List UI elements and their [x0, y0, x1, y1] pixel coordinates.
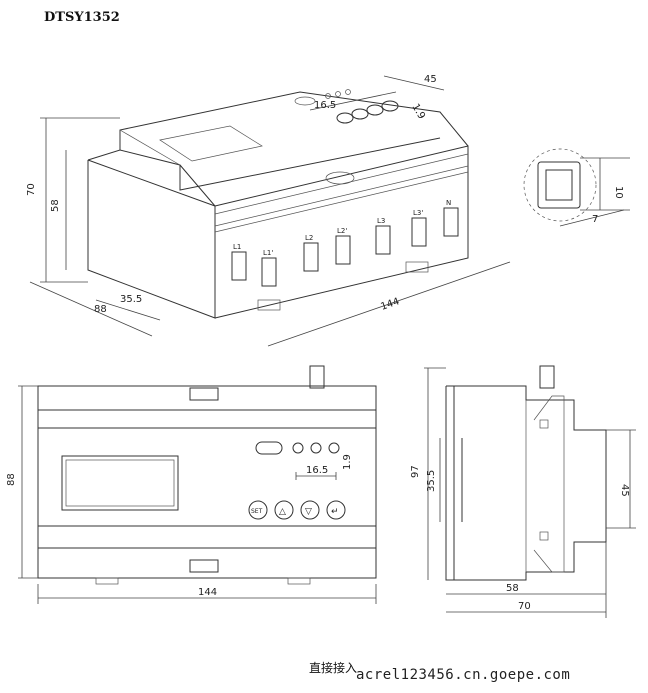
side-dim-depth-total: 70: [518, 601, 531, 612]
front-dim-button-gap: 1.9: [342, 454, 353, 470]
dim-height: 70: [26, 183, 37, 196]
front-view: 16.5 1.9 SET △ ▽ ↵ 88 144: [6, 365, 377, 604]
terminal-label: L3: [377, 217, 385, 225]
terminal-label: L3': [413, 209, 423, 217]
up-button-label: △: [279, 507, 286, 517]
dim-height-inner: 58: [50, 199, 61, 212]
terminal-label: L1: [233, 243, 241, 251]
caption: 直接接入: [309, 661, 358, 675]
front-dim-width: 144: [198, 587, 217, 598]
terminal-label: L1': [263, 249, 273, 257]
front-dim-button-span: 16.5: [306, 465, 328, 476]
terminal-label: L2': [337, 227, 347, 235]
dim-depth: 88: [94, 304, 107, 315]
dim-width: 144: [379, 296, 401, 313]
set-button-label: SET: [251, 508, 263, 515]
terminal-label: N: [446, 199, 451, 207]
side-dim-step: 45: [619, 484, 630, 497]
terminal-label: L2: [305, 234, 313, 242]
watermark: acrel123456.cn.goepe.com: [356, 667, 571, 683]
side-view: 97 35.5 45 58 70: [410, 365, 636, 618]
dim-top-depth: 45: [424, 74, 437, 85]
side-dim-depth-inner: 58: [506, 583, 519, 594]
front-buttons: SET △ ▽ ↵: [248, 500, 346, 520]
detail-view: 10 7: [523, 148, 630, 227]
detail-dim-height: 10: [613, 186, 624, 199]
terminal-row: [231, 207, 459, 287]
dim-button-gap: 1.9: [409, 102, 426, 121]
enter-button-label: ↵: [331, 507, 339, 517]
down-button-label: ▽: [305, 507, 312, 517]
detail-dim-width: 7: [592, 214, 598, 225]
front-dim-height: 88: [6, 473, 17, 486]
iso-view: L1 L1' L2 L2' L3 L3' N 70 58 88 35.5 144…: [26, 74, 511, 347]
model-title: DTSY1352: [44, 10, 120, 25]
terminal-labels: L1 L1' L2 L2' L3 L3' N: [233, 199, 451, 257]
side-dim-rail: 35.5: [426, 470, 437, 492]
dim-button-span: 16.5: [314, 100, 336, 111]
side-dim-height: 97: [410, 465, 421, 478]
dim-offset-front: 35.5: [120, 294, 142, 305]
